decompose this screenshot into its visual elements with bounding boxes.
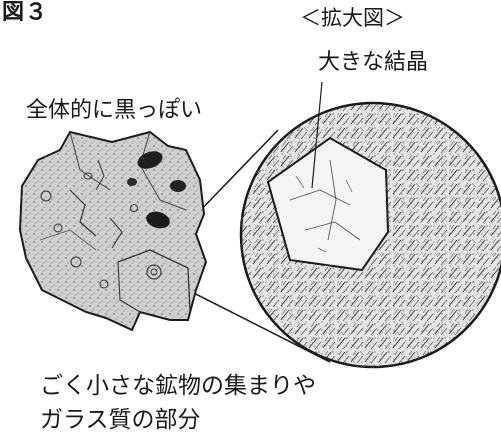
zoom-title: ＜拡大図＞	[300, 6, 405, 30]
figure-label: 図３	[2, 0, 49, 25]
crystal-leader-line	[311, 81, 323, 189]
crystal-label: 大きな結晶	[318, 50, 429, 75]
caption-line-1: ごく小さな鉱物の集まりや	[40, 373, 316, 399]
dark-crystal	[146, 211, 170, 229]
connector-line-top	[194, 129, 279, 217]
caption-line-2: ガラス質の部分	[40, 407, 201, 433]
dark-crystal	[170, 180, 186, 192]
dark-crystal	[137, 151, 163, 169]
dark-crystal	[127, 178, 137, 186]
magnified-view	[239, 81, 501, 369]
rock-specimen	[18, 130, 208, 332]
large-crystal	[266, 136, 390, 272]
rock-label: 全体的に黒っぽい	[26, 98, 203, 123]
